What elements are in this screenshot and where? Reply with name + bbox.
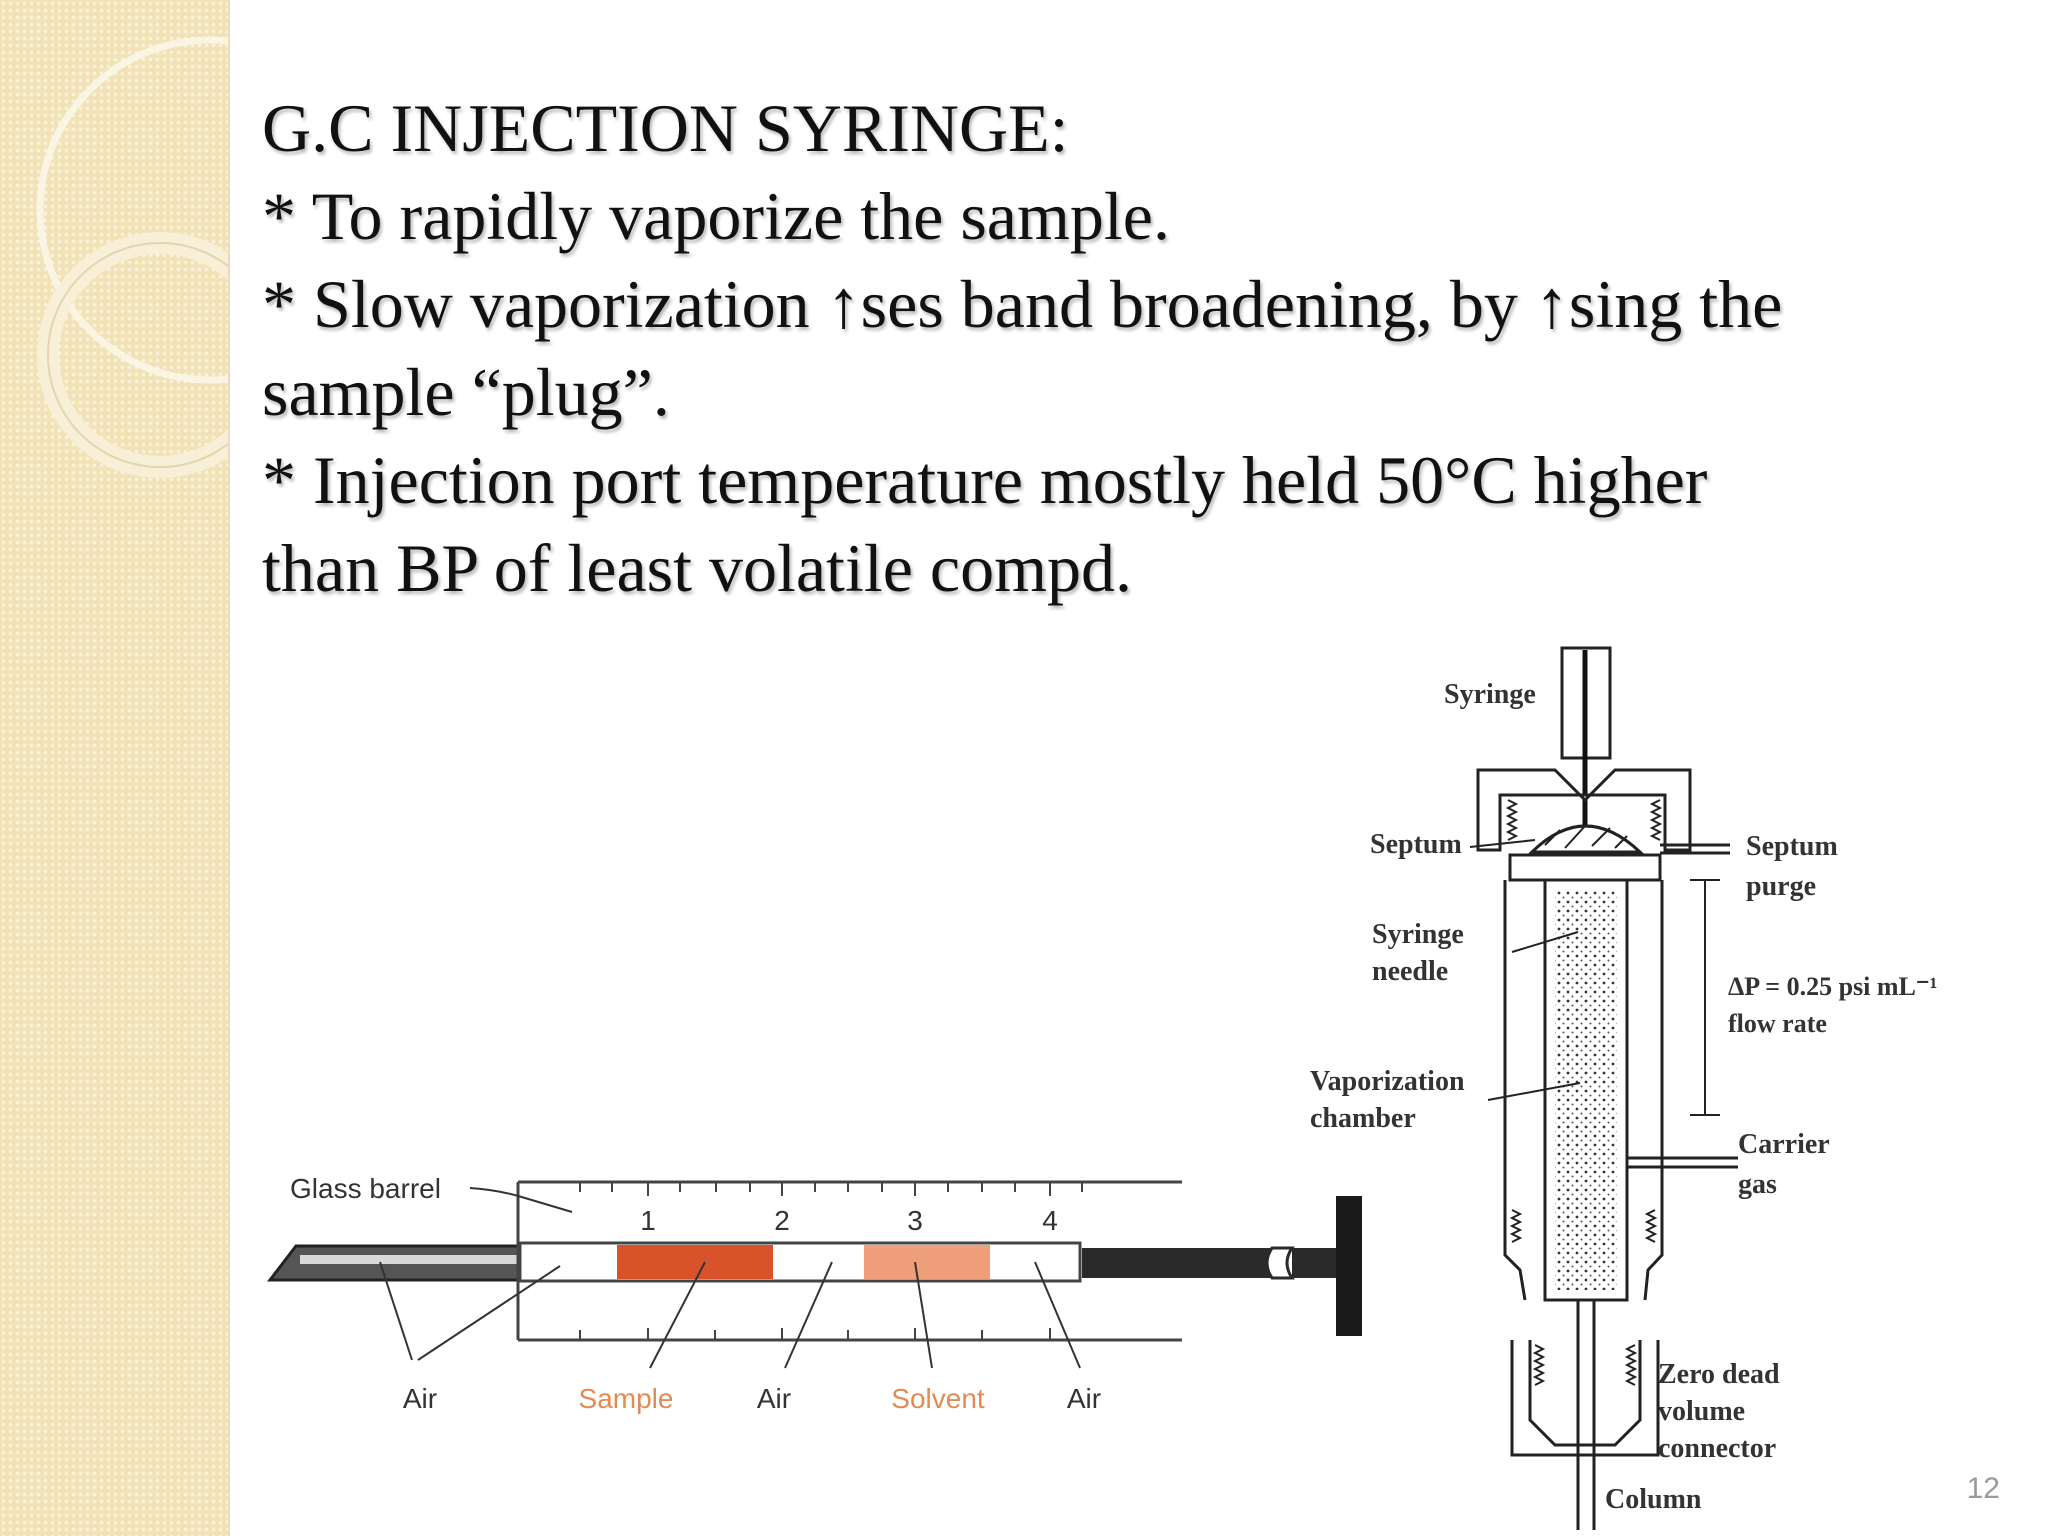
air-label-3: Air	[1067, 1383, 1101, 1414]
solvent-plug	[864, 1245, 990, 1279]
syringe-needle-label-2: needle	[1372, 956, 1448, 987]
injector-diagram: Syringe Septum Septum purge Syringe need…	[1310, 646, 1937, 1530]
carrier-gas-label-1: Carrier	[1738, 1129, 1830, 1160]
scale-ticks	[579, 1182, 1083, 1340]
solvent-label: Solvent	[891, 1383, 985, 1414]
page-number: 12	[1966, 1472, 2000, 1505]
bullet-1: * To rapidly vaporize the sample.	[262, 178, 1170, 254]
decorative-sidebar	[0, 0, 228, 1536]
scale-3: 3	[907, 1205, 923, 1236]
delta-p-label-2: flow rate	[1728, 1009, 1827, 1038]
injector-head	[1508, 853, 1662, 882]
scale-4: 4	[1042, 1205, 1058, 1236]
air-label-2: Air	[757, 1383, 791, 1414]
septum	[1528, 824, 1644, 854]
bullet-3: * Injection port temperature mostly held…	[262, 442, 1708, 518]
connector-threads	[1532, 1344, 1638, 1386]
lower-nut	[1503, 1205, 1664, 1301]
syringe-needle-label-1: Syringe	[1372, 919, 1464, 950]
sample-plug	[617, 1245, 773, 1279]
plunger-rod	[1082, 1248, 1272, 1278]
scale-1: 1	[640, 1205, 656, 1236]
scale-2: 2	[774, 1205, 790, 1236]
zero-dead-connector	[1510, 1340, 1660, 1457]
slide-title: G.C INJECTION SYRINGE:	[262, 90, 1069, 166]
ring-decoration	[36, 36, 228, 478]
septum-cap	[1476, 768, 1692, 852]
septum-purge-label-2: purge	[1746, 871, 1816, 902]
column-label: Column	[1605, 1484, 1702, 1515]
plunger-break	[1265, 1246, 1295, 1280]
zero-dead-label-3: connector	[1658, 1433, 1776, 1464]
vaporization-chamber-label-1: Vaporization	[1310, 1066, 1465, 1097]
label-leaders	[379, 1261, 1081, 1369]
plunger-head	[1336, 1196, 1362, 1336]
zero-dead-label-2: volume	[1658, 1396, 1745, 1427]
carrier-gas-label-2: gas	[1738, 1169, 1777, 1200]
lower-threads	[1509, 1209, 1658, 1243]
sample-label: Sample	[579, 1383, 674, 1414]
fluid-column	[518, 1241, 1082, 1283]
vaporization-chamber-label-2: chamber	[1310, 1103, 1416, 1134]
injector-leaders	[1469, 839, 1581, 1101]
bullet-2-cont: sample “plug”.	[262, 354, 670, 430]
zero-dead-label-1: Zero dead	[1658, 1359, 1780, 1390]
needle-bore	[300, 1255, 520, 1264]
glass-barrel-leader	[469, 1187, 573, 1213]
syringe-label: Syringe	[1444, 679, 1536, 710]
bullet-3-cont: than BP of least volatile compd.	[262, 530, 1132, 606]
air-label-1: Air	[403, 1383, 437, 1414]
septum-purge-label-1: Septum	[1746, 831, 1838, 862]
cap-threads	[1505, 799, 1663, 841]
septum-label: Septum	[1370, 829, 1462, 860]
glass-barrel-label: Glass barrel	[290, 1173, 441, 1204]
liner-packing	[1555, 890, 1617, 1290]
plunger-rod-end	[1292, 1248, 1340, 1278]
sidebar-divider	[228, 0, 230, 1536]
septum-hatch	[1544, 825, 1628, 849]
bullet-2: * Slow vaporization ↑ses band broadening…	[262, 266, 1783, 342]
syringe-diagram: 1 2 3 4 Glass barrel Air Sample Air Solv…	[266, 1173, 1362, 1414]
delta-p-label-1: ΔP = 0.25 psi mL⁻¹	[1728, 972, 1937, 1001]
slide-body: G.C INJECTION SYRINGE: * To rapidly vapo…	[262, 84, 2002, 612]
